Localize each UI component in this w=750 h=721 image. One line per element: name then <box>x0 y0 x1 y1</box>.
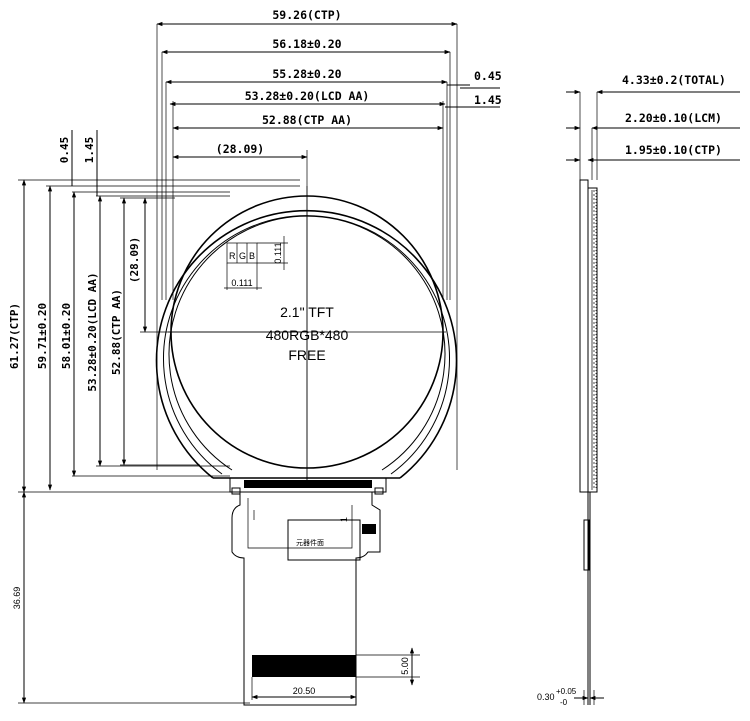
pixel-pitch-h: 0.111 <box>231 278 252 288</box>
pixel-b: B <box>249 251 255 261</box>
side-view: 4.33±0.2(TOTAL) 2.20±0.10(LCM) 1.95±0.10… <box>537 73 740 707</box>
panel-height-dim: 58.01±0.20 <box>60 303 73 369</box>
radius-v-dim: (28.09) <box>128 237 141 283</box>
lcd-aa-width-dim: 53.28±0.20(LCD AA) <box>245 89 370 103</box>
pixel-g: G <box>239 251 246 261</box>
lcd-aa-height-dim: 53.28±0.20(LCD AA) <box>86 272 99 391</box>
connector-width-dim: 20.50 <box>293 686 316 696</box>
left-dimensions: 61.27(CTP) 59.71±0.20 58.01±0.20 53.28±0… <box>8 130 307 704</box>
fpc-thickness-dim: 0.30 <box>537 692 555 702</box>
fpc-tol-minus: -0 <box>560 698 568 707</box>
fpc-length-dim: 36.69 <box>12 587 22 610</box>
pixel-detail: R G B 0.111 0.111 <box>224 236 288 290</box>
pin1-mark: 1 <box>339 517 349 522</box>
ctp-aa-width-dim: 52.88(CTP AA) <box>262 113 352 127</box>
offset-inner-left: 1.45 <box>83 137 96 164</box>
offset-inner-right: 1.45 <box>474 93 502 107</box>
total-thickness-dim: 4.33±0.2(TOTAL) <box>622 73 726 87</box>
top-dimensions: 59.26(CTP) 56.18±0.20 55.28±0.20 53.28±0… <box>156 8 502 480</box>
ctp-thickness-dim: 1.95±0.10(CTP) <box>625 143 722 157</box>
component-side-label: 元器件面 <box>296 538 324 547</box>
side-ctp-layer <box>579 179 589 493</box>
radius-h-dim: (28.09) <box>216 142 264 156</box>
outline-height-dim: 59.71±0.20 <box>36 303 49 369</box>
display-size-label: 2.1" TFT <box>280 304 334 320</box>
offset-outer-right: 0.45 <box>474 69 502 83</box>
ctp-aa-height-dim: 52.88(CTP AA) <box>110 289 123 375</box>
side-lcm-layer <box>587 187 598 493</box>
front-view: 59.26(CTP) 56.18±0.20 55.28±0.20 53.28±0… <box>8 8 502 706</box>
pixel-r: R <box>229 251 236 261</box>
fpc-tol-plus: +0.05 <box>556 687 577 696</box>
connector-height-dim: 5.00 <box>400 657 410 675</box>
ctp-outline <box>155 209 458 479</box>
resolution-label: 480RGB*480 <box>266 327 349 343</box>
bonding-area <box>229 477 387 495</box>
outline-width-dim: 56.18±0.20 <box>272 37 341 51</box>
panel-width-dim: 55.28±0.20 <box>272 67 341 81</box>
lcm-outline <box>163 215 450 475</box>
ctp-height-dim: 61.27(CTP) <box>8 303 21 369</box>
pixel-pitch-v: 0.111 <box>273 242 283 263</box>
display-body: R G B 0.111 0.111 2.1" TFT 480RGB*480 FR… <box>155 186 458 485</box>
fpc-tail: 元器件面 1 5.00 20.50 <box>231 492 420 706</box>
free-label: FREE <box>288 347 325 363</box>
lcm-thickness-dim: 2.20±0.10(LCM) <box>625 111 722 125</box>
offset-outer-left: 0.45 <box>58 137 71 164</box>
ctp-width-dim: 59.26(CTP) <box>272 8 341 22</box>
gold-fingers <box>252 655 356 677</box>
